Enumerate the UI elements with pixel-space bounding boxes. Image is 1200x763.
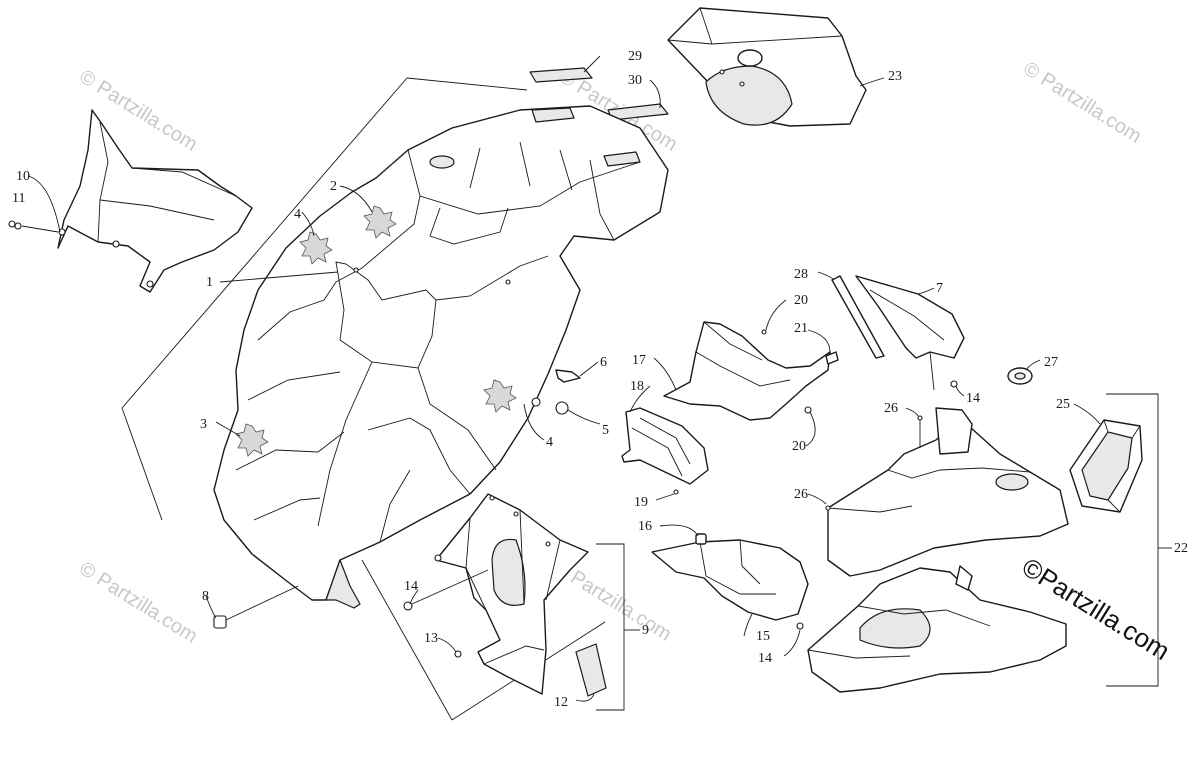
callout-20: 20: [792, 439, 806, 454]
part-19-screw: [673, 489, 679, 495]
watermark-text: © Partzilla.com: [1019, 58, 1145, 148]
part-1-hood: [213, 105, 669, 609]
part-7-shroud: [855, 275, 965, 391]
callout-9: 10: [16, 169, 30, 184]
assembly-brackets: [596, 393, 1172, 711]
part-17-bracket: [663, 321, 831, 421]
callout-1: 1: [206, 275, 213, 290]
callout-26: 26: [884, 401, 898, 416]
watermark-text: © Partzilla.com: [75, 558, 201, 648]
callout-11: 9: [642, 623, 649, 638]
part-22-dash-top-cover: [667, 7, 867, 127]
callout-2: 2: [330, 179, 337, 194]
part-26-screw-lower: [825, 505, 831, 530]
part-29-decal: [529, 67, 593, 83]
part-8-bolt: [213, 585, 299, 629]
part-5-grommet: [555, 401, 569, 415]
part-4-decal-star-left: [299, 231, 333, 265]
part-23-airbox: [807, 407, 1069, 693]
callout-4: 4: [546, 435, 553, 450]
callout-18: 18: [630, 379, 644, 394]
callout-15: 15: [756, 629, 770, 644]
part-26-screw-top: [917, 415, 923, 448]
part-2-decal-star: [363, 205, 397, 239]
callout-16: 16: [638, 519, 652, 534]
callout-8: 8: [202, 589, 209, 604]
callout-26: 26: [794, 487, 808, 502]
part-25-intake: [1069, 419, 1143, 513]
callout-13: 13: [424, 631, 438, 646]
part-13-screw: [454, 650, 462, 658]
part-14-screw-right: [950, 380, 958, 388]
callout-14: 14: [404, 579, 418, 594]
part-21-clip: [825, 351, 839, 365]
part-27-strip: [831, 275, 885, 359]
callout-7: 7: [936, 281, 943, 296]
part-15-tray: [651, 539, 809, 621]
callout-23: 22: [1174, 541, 1188, 556]
part-11-lower-panel: [434, 493, 589, 695]
part-28-grommet: [1007, 367, 1033, 385]
callout-10: 11: [12, 191, 25, 206]
callout-20: 20: [794, 293, 808, 308]
callout-30: 30: [628, 73, 642, 88]
callout-5: 5: [602, 423, 609, 438]
callout-25: 25: [1056, 397, 1070, 412]
part-20-screw-top: [761, 329, 767, 335]
part-16-clip: [695, 533, 707, 545]
callout-27: 28: [794, 267, 808, 282]
part-14-screw-mid: [796, 622, 804, 630]
part-10-screws: [8, 220, 59, 233]
part-6-clip: [555, 369, 581, 383]
callout-6: 6: [600, 355, 607, 370]
callout-12: 12: [554, 695, 568, 710]
part-9-side-panel: [57, 109, 253, 293]
callout-3: 3: [200, 417, 207, 432]
callout-29: 29: [628, 49, 642, 64]
callout-labels: 29 30 23 10 11 2 4 1 3 4 5 6 28 7 20 21 …: [12, 49, 1188, 710]
part-4-decal-star-right: [483, 379, 517, 413]
part-12-pad: [575, 643, 607, 697]
callout-28: 27: [1044, 355, 1058, 370]
callout-14: 14: [758, 651, 772, 666]
callout-19: 19: [634, 495, 648, 510]
part-3-decal-star: [235, 423, 269, 457]
callout-22: 23: [888, 69, 902, 84]
assembly-frame-lines: [121, 77, 606, 721]
part-18-duct: [621, 407, 709, 485]
callout-21: 21: [794, 321, 808, 336]
callout-17: 17: [632, 353, 646, 368]
leader-lines: [27, 55, 1101, 702]
callout-14: 14: [966, 391, 980, 406]
callout-4: 4: [294, 207, 301, 222]
